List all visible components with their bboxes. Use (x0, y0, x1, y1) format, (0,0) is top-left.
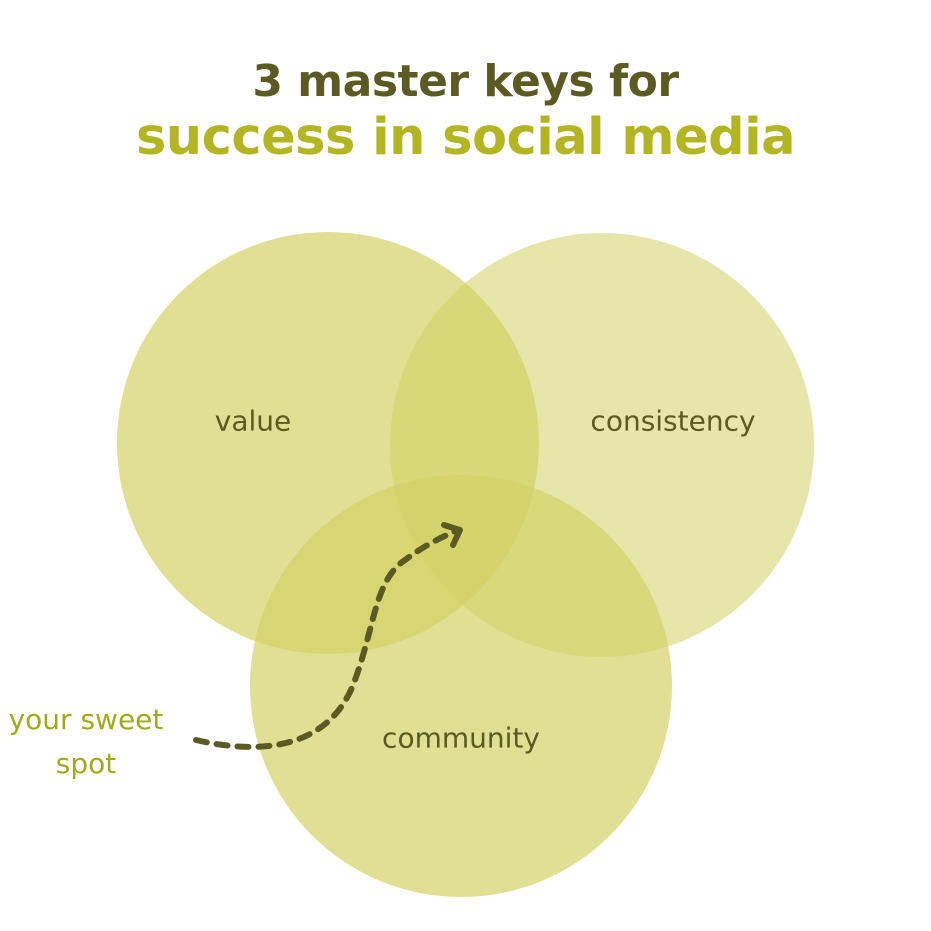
title-line-2: success in social media (135, 108, 796, 167)
label-community: community (382, 721, 540, 755)
sweet-spot-annotation: your sweet spot (0, 698, 176, 786)
sweet-spot-line-1: your sweet (8, 703, 164, 736)
label-consistency: consistency (590, 404, 756, 438)
sweet-spot-arrow (193, 527, 461, 750)
arrow-head-icon (441, 522, 463, 548)
title-line-1: 3 master keys for (252, 56, 679, 107)
sweet-spot-line-2: spot (55, 747, 117, 780)
label-value: value (214, 404, 292, 438)
circle-community (250, 475, 672, 897)
